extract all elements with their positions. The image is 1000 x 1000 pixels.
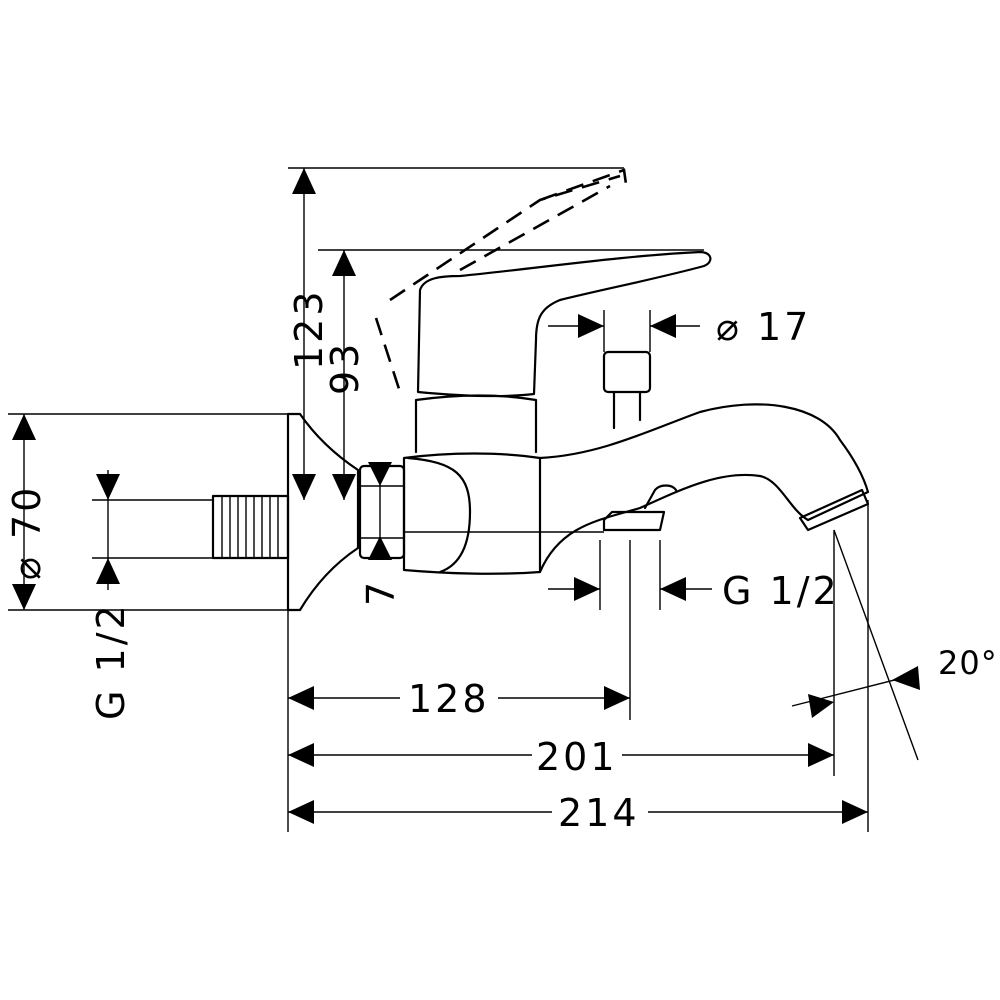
diverter-pin (602, 350, 652, 430)
label-length-spout-end: 201 (536, 735, 618, 779)
mixer-body (211, 168, 870, 612)
label-thread-wall: G 1/2 (89, 602, 133, 720)
label-length-total: 214 (558, 791, 640, 835)
spout (538, 403, 870, 574)
wall-rosette (286, 412, 360, 612)
dimension-labels: 123 93 ⌀ 70 G 1/2 7 ⌀ 17 G 1/2 20° 128 2… (5, 288, 998, 835)
lever-handle (416, 250, 712, 398)
label-nut-offset: 7 (359, 579, 403, 606)
cartridge-housing (414, 394, 538, 454)
valve-body (402, 452, 542, 575)
label-pin-diameter: ⌀ 17 (716, 305, 811, 349)
handle-open-position (374, 168, 628, 393)
bottom-outlet (602, 510, 666, 532)
label-height-handle: 93 (323, 341, 367, 395)
label-height-total: 123 (287, 288, 331, 370)
label-length-outlet-axis: 128 (408, 677, 490, 721)
label-thread-outlet: G 1/2 (722, 569, 840, 613)
label-angle: 20° (938, 644, 998, 682)
arrowheads (12, 168, 920, 824)
threaded-connector (211, 494, 290, 560)
label-diameter-wall: ⌀ 70 (5, 485, 49, 580)
